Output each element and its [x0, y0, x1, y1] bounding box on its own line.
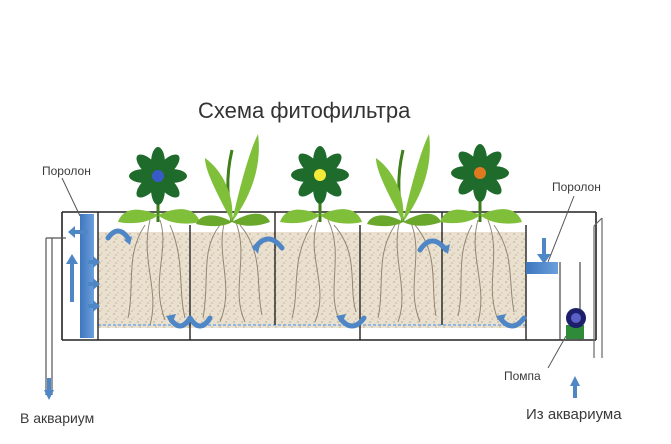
pump-icon [566, 308, 586, 339]
plant-leafy-2 [367, 134, 441, 227]
label-from-aquarium: Из аквариума [526, 406, 622, 423]
roots [127, 219, 515, 326]
foam-left-pointer [61, 177, 81, 217]
plant-flower-2 [280, 146, 362, 224]
plant-leafy-1 [196, 134, 270, 227]
label-foam-right: Поролон [552, 180, 601, 194]
pump-pointer [547, 335, 567, 369]
foam-right-pointer [547, 195, 575, 263]
plant-flower-3 [440, 144, 522, 224]
foam-right [526, 262, 558, 274]
inlet-pipe [593, 217, 603, 358]
label-to-aquarium: В аквариум [20, 410, 95, 426]
outlet-arrow-icon [44, 378, 54, 400]
plant-flower-1 [118, 147, 200, 224]
inlet-arrow-icon [570, 376, 580, 398]
right-foam-arrow [537, 238, 551, 264]
label-pump: Помпа [504, 369, 541, 383]
flow-arrow-heads [124, 236, 506, 324]
outlet-pipe [45, 237, 66, 395]
diagram-title: Схема фитофильтра [198, 98, 411, 123]
gravel-bed [98, 232, 526, 328]
left-chamber-arrows [66, 226, 100, 312]
label-foam-left: Поролон [42, 164, 91, 178]
